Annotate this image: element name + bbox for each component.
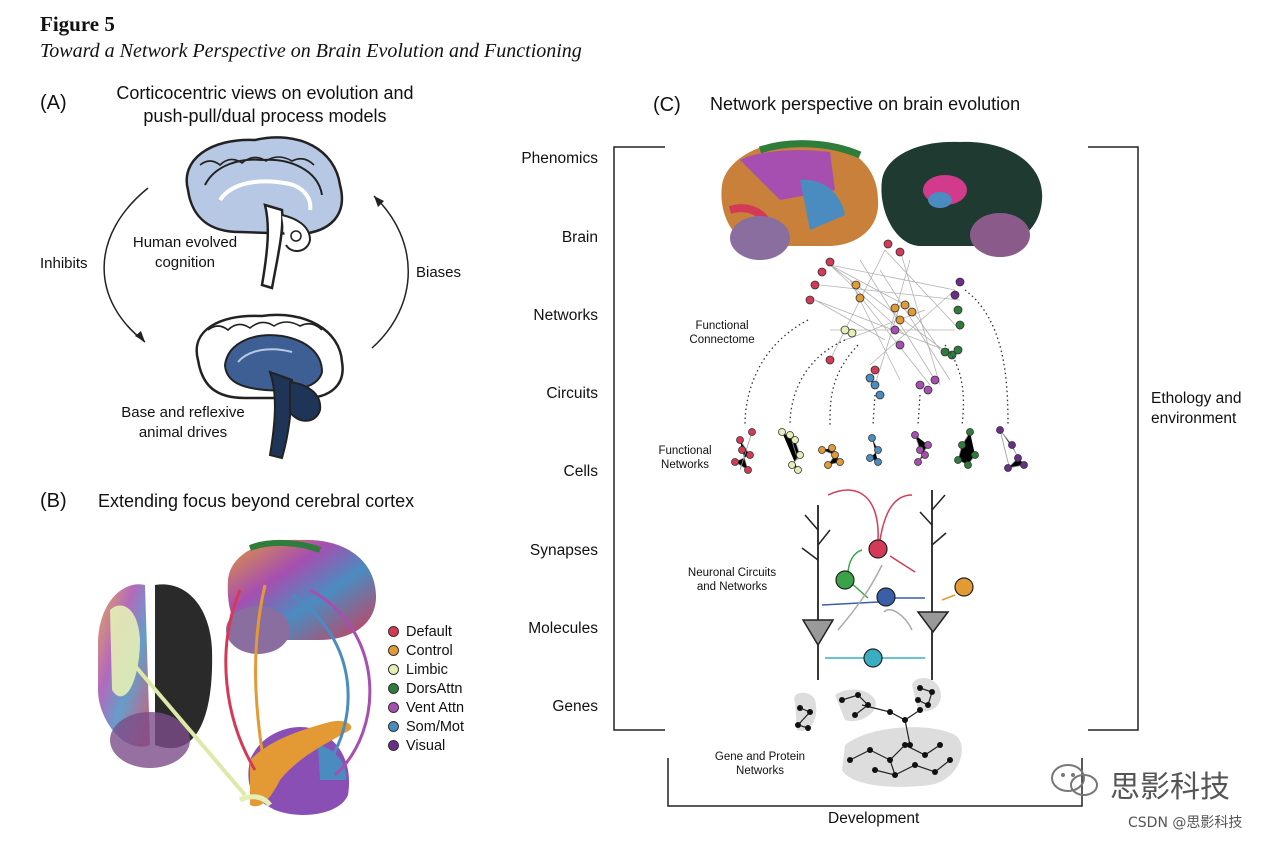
legend-sommot: Som/Mot xyxy=(388,717,464,736)
scale-circuits: Circuits xyxy=(546,385,598,402)
legend-control-label: Control xyxy=(406,642,453,659)
functional-connectome-label-line2: Connectome xyxy=(689,334,755,346)
neuronal-circuits-label-line2: and Networks xyxy=(696,581,768,593)
scale-brain: Brain xyxy=(561,229,598,246)
legend-default-swatch xyxy=(388,626,399,637)
ethology-environment-label-line2: environment xyxy=(1151,410,1237,427)
upper-brain-icon xyxy=(185,136,344,290)
network-decomposition-links xyxy=(744,289,1009,426)
legend-default-label: Default xyxy=(406,623,452,640)
gene-protein-label-line1: Gene and Protein xyxy=(714,751,806,763)
functional-networks-label-line1: Functional xyxy=(658,445,712,457)
ethology-environment-label-line1: Ethology and xyxy=(1151,390,1242,407)
legend-visual-label: Visual xyxy=(406,737,446,754)
gene-protein-label: Gene and Protein Networks xyxy=(700,750,820,778)
pyramidal-neuron-right xyxy=(916,611,950,634)
development-label: Development xyxy=(828,810,920,827)
axial-brain-image xyxy=(98,584,213,768)
gene-protein-network xyxy=(794,678,962,787)
neuronal-circuits-label: Neuronal Circuits and Networks xyxy=(672,566,792,594)
upper-brain-caption-line1: Human evolved xyxy=(132,234,238,251)
lower-brain-caption-line2: animal drives xyxy=(138,424,228,441)
biases-label: Biases xyxy=(416,264,462,281)
legend-dorsattn-swatch xyxy=(388,683,399,694)
watermark-credit: CSDN @思影科技 xyxy=(1128,815,1243,831)
legend-visual-swatch xyxy=(388,740,399,751)
neuronal-circuits-label-line1: Neuronal Circuits xyxy=(687,567,777,579)
scale-networks: Networks xyxy=(533,307,598,324)
panel-a-title-line2: push-pull/dual process models xyxy=(143,106,387,126)
ethology-environment-label: Ethology and environment xyxy=(1151,389,1242,429)
functional-network-clusters xyxy=(731,426,1028,474)
legend-limbic: Limbic xyxy=(388,660,448,679)
panel-a-title: Corticocentric views on evolution and pu… xyxy=(95,82,435,128)
figure-title: Toward a Network Perspective on Brain Ev… xyxy=(40,40,582,62)
panel-b-letter: (B) xyxy=(40,490,67,512)
functional-networks-label: Functional Networks xyxy=(640,444,730,472)
functional-connectome-graph xyxy=(805,239,965,400)
panel-a-title-line1: Corticocentric views on evolution and xyxy=(116,83,414,103)
functional-networks-label-line2: Networks xyxy=(661,459,709,471)
legend-dorsattn-label: DorsAttn xyxy=(406,680,463,697)
inhibits-arrow xyxy=(103,187,149,343)
phenomics-lateral-brain xyxy=(721,140,879,260)
upper-brain-caption: Human evolved cognition xyxy=(120,233,250,273)
scale-synapses: Synapses xyxy=(529,542,598,559)
legend-ventattn-label: Vent Attn xyxy=(406,699,465,716)
scale-cells: Cells xyxy=(563,463,598,480)
legend-sommot-label: Som/Mot xyxy=(406,718,465,735)
left-bracket xyxy=(613,146,665,731)
panel-b-title: Extending focus beyond cerebral cortex xyxy=(98,491,415,511)
functional-connectome-label: Functional Connectome xyxy=(672,319,772,347)
wechat-logo-icon xyxy=(1051,764,1098,796)
neuronal-circuit xyxy=(801,489,974,680)
lower-brain-caption: Base and reflexive animal drives xyxy=(108,403,258,443)
legend-limbic-swatch xyxy=(388,664,399,675)
legend-ventattn-swatch xyxy=(388,702,399,713)
panel-a-letter: (A) xyxy=(40,92,67,114)
phenomics-medial-brain xyxy=(881,141,1043,257)
inhibits-label: Inhibits xyxy=(40,255,88,272)
bottom-bracket xyxy=(667,758,1083,807)
lower-brain-icon xyxy=(195,313,344,460)
legend-dorsattn: DorsAttn xyxy=(388,679,462,698)
figure-label: Figure 5 xyxy=(40,12,115,36)
panel-a-diagram xyxy=(103,136,409,460)
legend-ventattn: Vent Attn xyxy=(388,698,464,717)
legend-visual: Visual xyxy=(388,736,445,755)
scale-molecules: Molecules xyxy=(528,620,598,637)
panel-b-illustration xyxy=(98,539,377,815)
watermark-brand: 思影科技 xyxy=(1110,770,1230,805)
pyramidal-neuron-left xyxy=(801,619,835,647)
legend-control-swatch xyxy=(388,645,399,656)
lower-brain-caption-line1: Base and reflexive xyxy=(121,404,245,421)
functional-connectome-label-line1: Functional xyxy=(695,320,749,332)
legend-sommot-swatch xyxy=(388,721,399,732)
panel-c-title: Network perspective on brain evolution xyxy=(710,94,1021,114)
biases-arrow xyxy=(371,195,409,349)
panel-c-letter: (C) xyxy=(653,94,681,116)
gene-protein-label-line2: Networks xyxy=(736,765,784,777)
upper-brain-caption-line2: cognition xyxy=(154,254,216,271)
right-bracket xyxy=(1088,146,1139,731)
scale-genes: Genes xyxy=(552,698,598,715)
scale-phenomics: Phenomics xyxy=(521,150,598,167)
legend-limbic-label: Limbic xyxy=(406,661,448,678)
network-legend: Default Control Limbic DorsAttn Vent Att… xyxy=(388,622,508,762)
legend-control: Control xyxy=(388,641,453,660)
legend-default: Default xyxy=(388,622,452,641)
